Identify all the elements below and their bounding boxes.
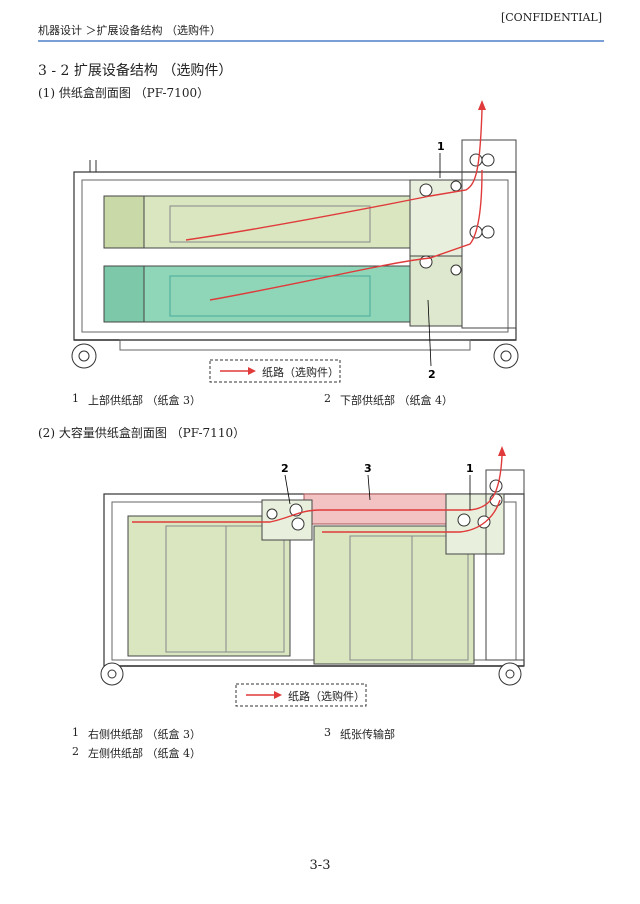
figure2-legend-item-1-num: 1: [72, 726, 79, 739]
figure2-legend-item-2-text: 左侧供纸部 （纸盒 4）: [88, 747, 201, 760]
svg-text:2: 2: [428, 368, 436, 381]
figure2-legend-item-2-num: 2: [72, 745, 79, 758]
figure1-legend-item-2-text: 下部供纸部 （纸盒 4）: [340, 394, 453, 407]
figure1-paper-path-label: 纸路（选购件）: [262, 366, 339, 379]
svg-text:2: 2: [281, 462, 289, 475]
confidential-label: [CONFIDENTIAL]: [500, 11, 602, 24]
breadcrumb: 机器设计 ＞扩展设备结构 （选购件）: [38, 24, 221, 37]
header-divider: [38, 40, 604, 42]
figure2-paper-path-label: 纸路（选购件）: [288, 690, 365, 703]
svg-text:1: 1: [437, 140, 445, 153]
figure1-legend-item-1-text: 上部供纸部 （纸盒 3）: [88, 394, 201, 407]
figure2-legend-item-3-num: 3: [324, 726, 331, 739]
svg-text:3: 3: [364, 462, 372, 475]
figure2-title: (2) 大容量供纸盒剖面图 （PF-7110）: [38, 426, 246, 440]
figure2-legend-item-3-text: 纸张传输部: [340, 728, 395, 741]
section-title: 3 - 2 扩展设备结构 （选购件）: [38, 63, 233, 79]
page-number: 3-3: [309, 858, 331, 873]
svg-text:1: 1: [466, 462, 474, 475]
figure2-legend-item-1-text: 右侧供纸部 （纸盒 3）: [88, 728, 201, 741]
figure1-title: (1) 供纸盒剖面图 （PF-7100）: [38, 86, 210, 100]
figure1-legend-item-2-num: 2: [324, 392, 331, 405]
figure1-legend-item-1-num: 1: [72, 392, 79, 405]
